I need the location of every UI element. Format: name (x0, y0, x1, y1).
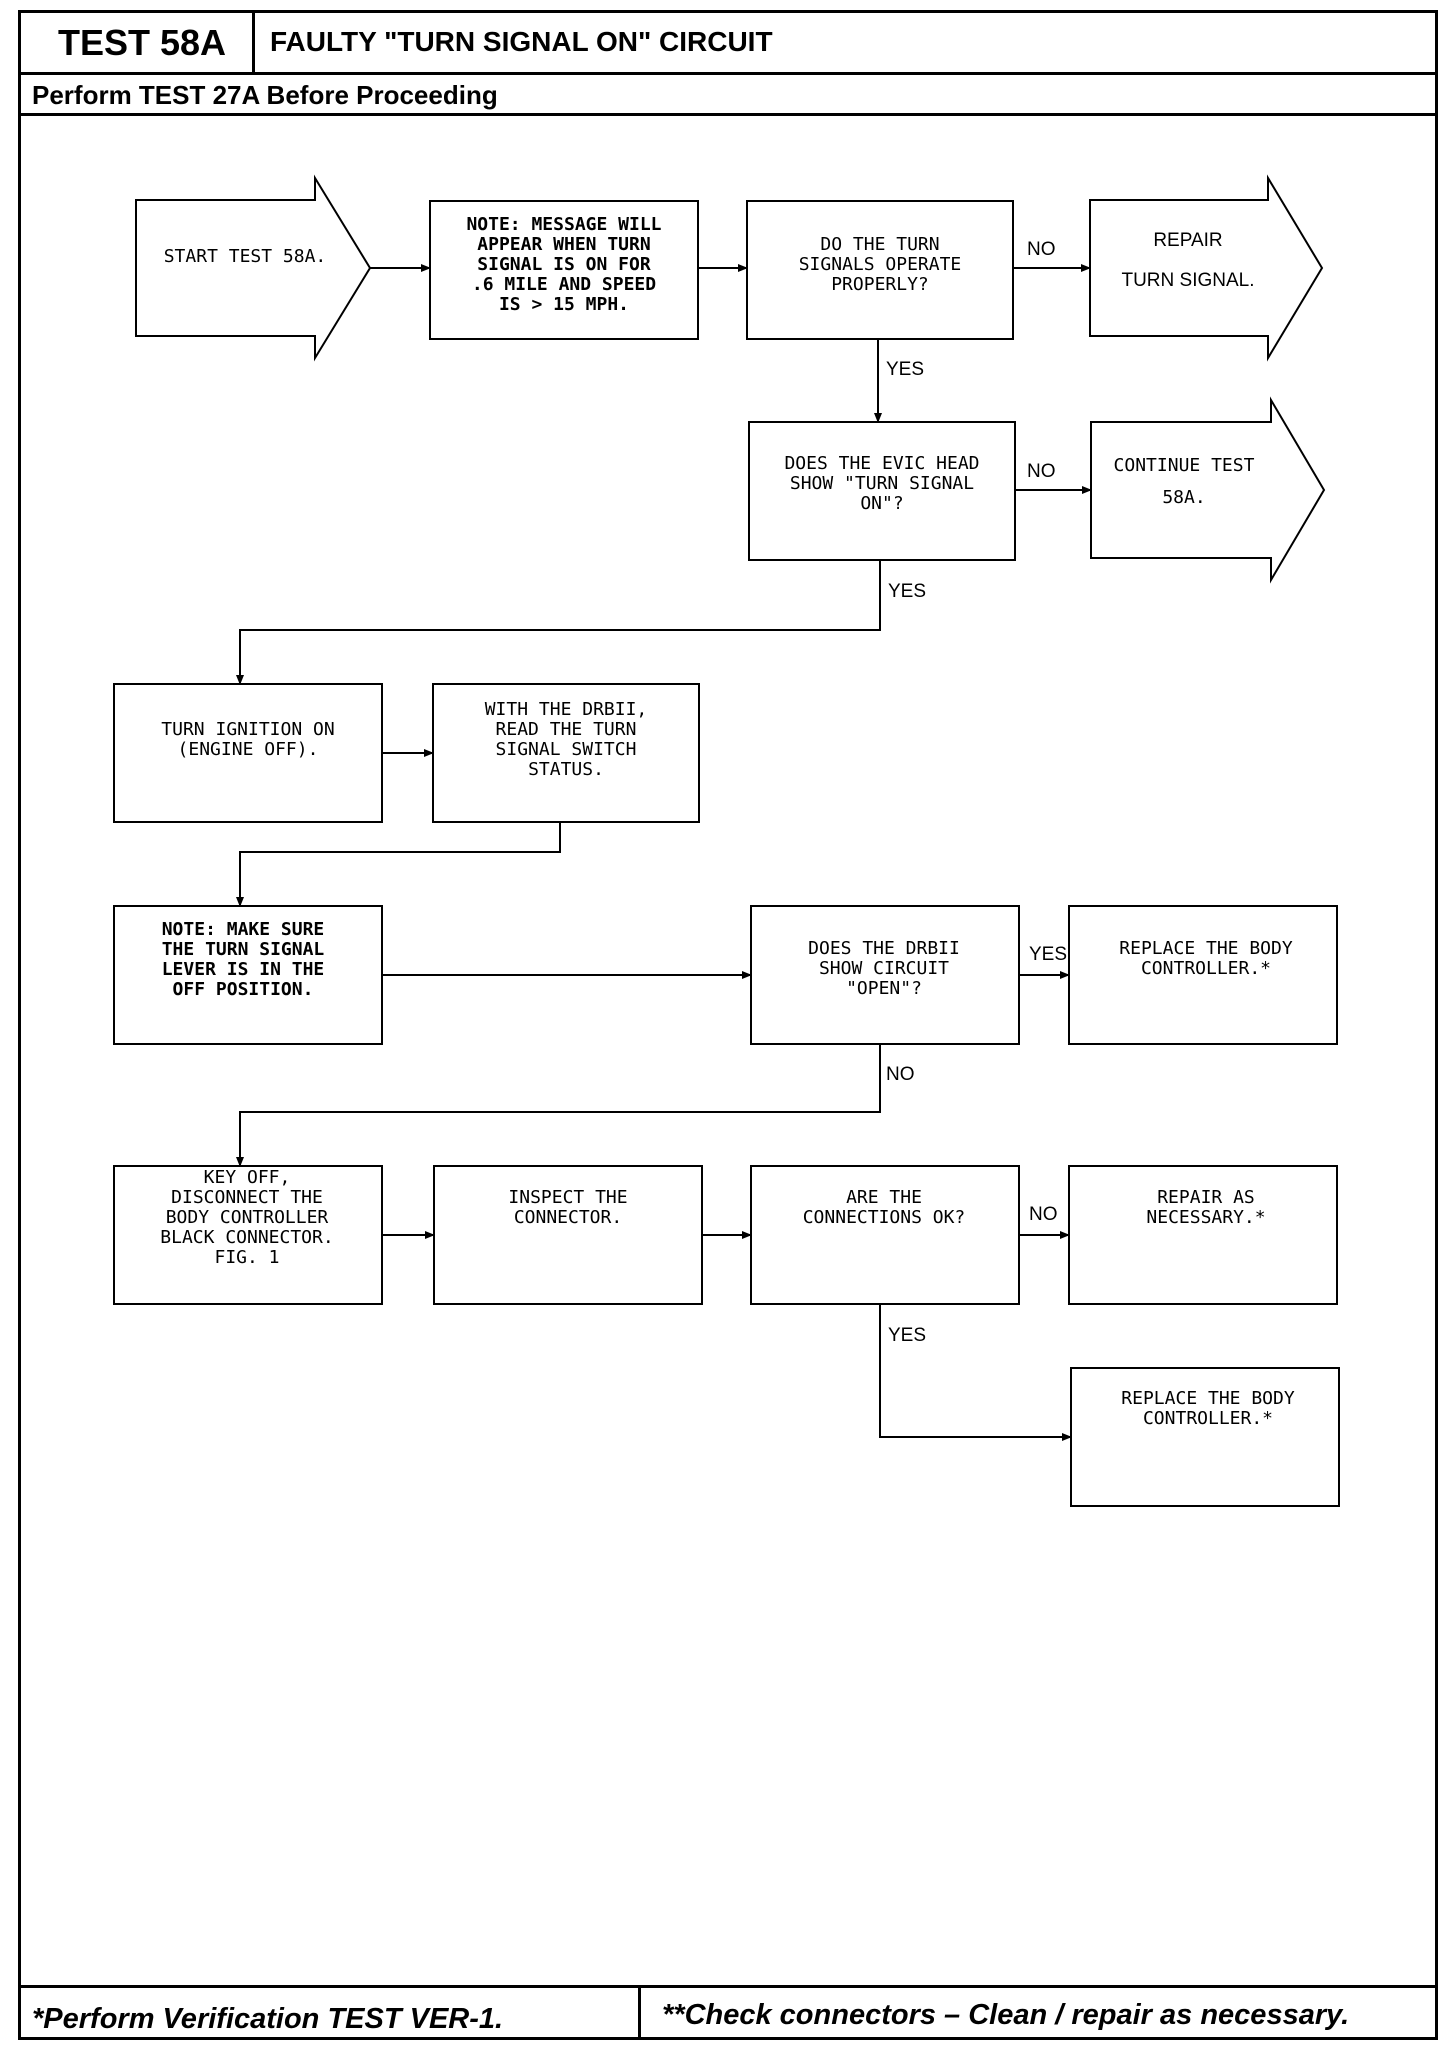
label-yes-evic: YES (888, 581, 926, 602)
turn-ignition-text: TURN IGNITION ON(ENGINE OFF). (161, 719, 334, 760)
test-id: TEST 58A (58, 22, 227, 63)
page-frame (18, 10, 1438, 2040)
connector-yes-to-ignition (236, 560, 881, 685)
label-no-turn-signals: NO (1027, 239, 1056, 260)
repair-turn-signal-arrow-shape (1089, 174, 1324, 362)
label-yes-open: YES (1029, 944, 1067, 965)
footer-divider (18, 1985, 1438, 1988)
footer-divider-vertical (638, 1985, 641, 2040)
footer-verification-note: *Perform Verification TEST VER-1. (32, 2003, 504, 2035)
label-yes-connections: YES (888, 1325, 926, 1346)
start-arrow-shape (135, 174, 372, 362)
prerequisite-note: Perform TEST 27A Before Proceeding (32, 80, 498, 110)
label-no-open: NO (886, 1064, 915, 1085)
footer-connector-note: **Check connectors – Clean / repair as n… (662, 1999, 1350, 2031)
header-divider-vertical (252, 10, 255, 74)
start-node-text: START TEST 58A. (164, 246, 327, 267)
label-yes-turn-signals: YES (886, 359, 924, 380)
connector-read-to-note-lever (236, 822, 561, 907)
connector-no-to-key-off (236, 1044, 881, 1167)
header-divider-1 (18, 72, 1438, 75)
connector-yes-replace-body-2 (879, 1304, 1072, 1441)
label-no-evic: NO (1027, 461, 1056, 482)
test-title: FAULTY "TURN SIGNAL ON" CIRCUIT (270, 26, 773, 57)
header-divider-2 (18, 113, 1438, 116)
label-no-connections: NO (1029, 1204, 1058, 1225)
continue-test-arrow-shape (1090, 396, 1326, 584)
